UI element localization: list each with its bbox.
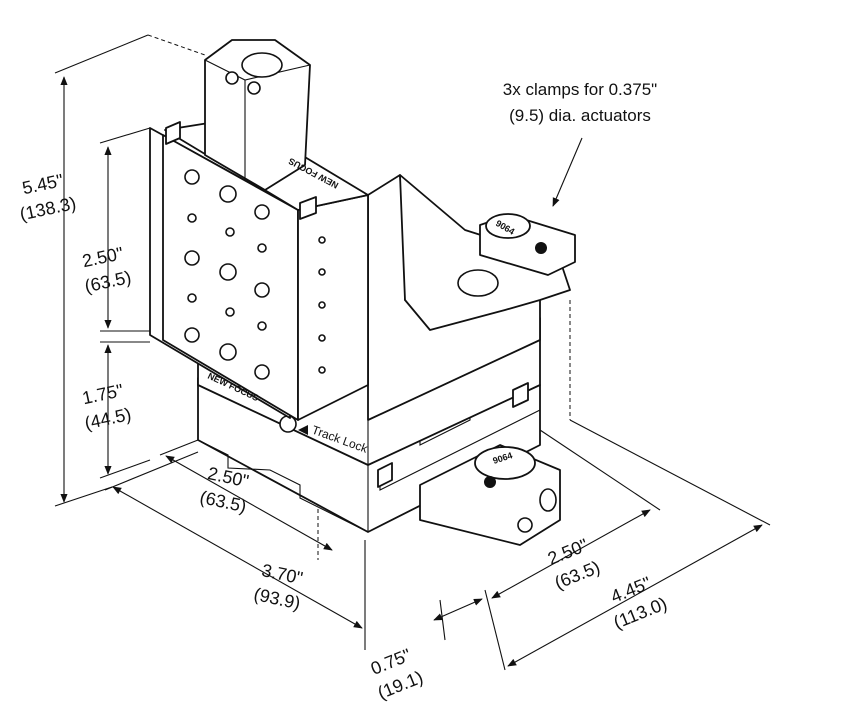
svg-text:1.75": 1.75" [80,380,125,408]
svg-text:(63.5): (63.5) [198,487,248,516]
side-rail [297,194,369,421]
face-plate-holes [184,169,270,380]
dim-label-overall-height: 5.45" (138.3) [18,170,78,224]
dim-line-total-depth [507,524,763,667]
bracket-hole [457,269,499,297]
dim-label-total-depth: 4.45" (113.0) [608,573,670,633]
dim-label-total-width: 3.70" (93.9) [252,560,305,613]
side-rail-holes [318,236,326,374]
svg-text:2.50": 2.50" [80,243,125,271]
dim-label-upper-height: 2.50" (63.5) [80,243,133,296]
dim-label-offset: 0.75" (19.1) [368,645,426,703]
dim-line-offset [433,598,483,621]
callout-leader [552,137,583,207]
svg-text:5.45": 5.45" [20,170,65,198]
callout-line-1: 3x clamps for 0.375" [503,80,657,99]
dimension-lines [60,76,763,667]
svg-text:2.50": 2.50" [206,463,251,491]
dim-label-depth: 2.50" (63.5) [545,535,603,593]
track-lock-arrow [298,425,308,435]
dim-label-lower-height: 1.75" (44.5) [80,380,133,433]
svg-text:3.70": 3.70" [260,560,305,588]
callout-line-2: (9.5) dia. actuators [509,106,651,125]
dim-line-total-width [112,486,363,629]
svg-text:(93.9): (93.9) [252,584,302,613]
translation-stage [149,39,576,546]
